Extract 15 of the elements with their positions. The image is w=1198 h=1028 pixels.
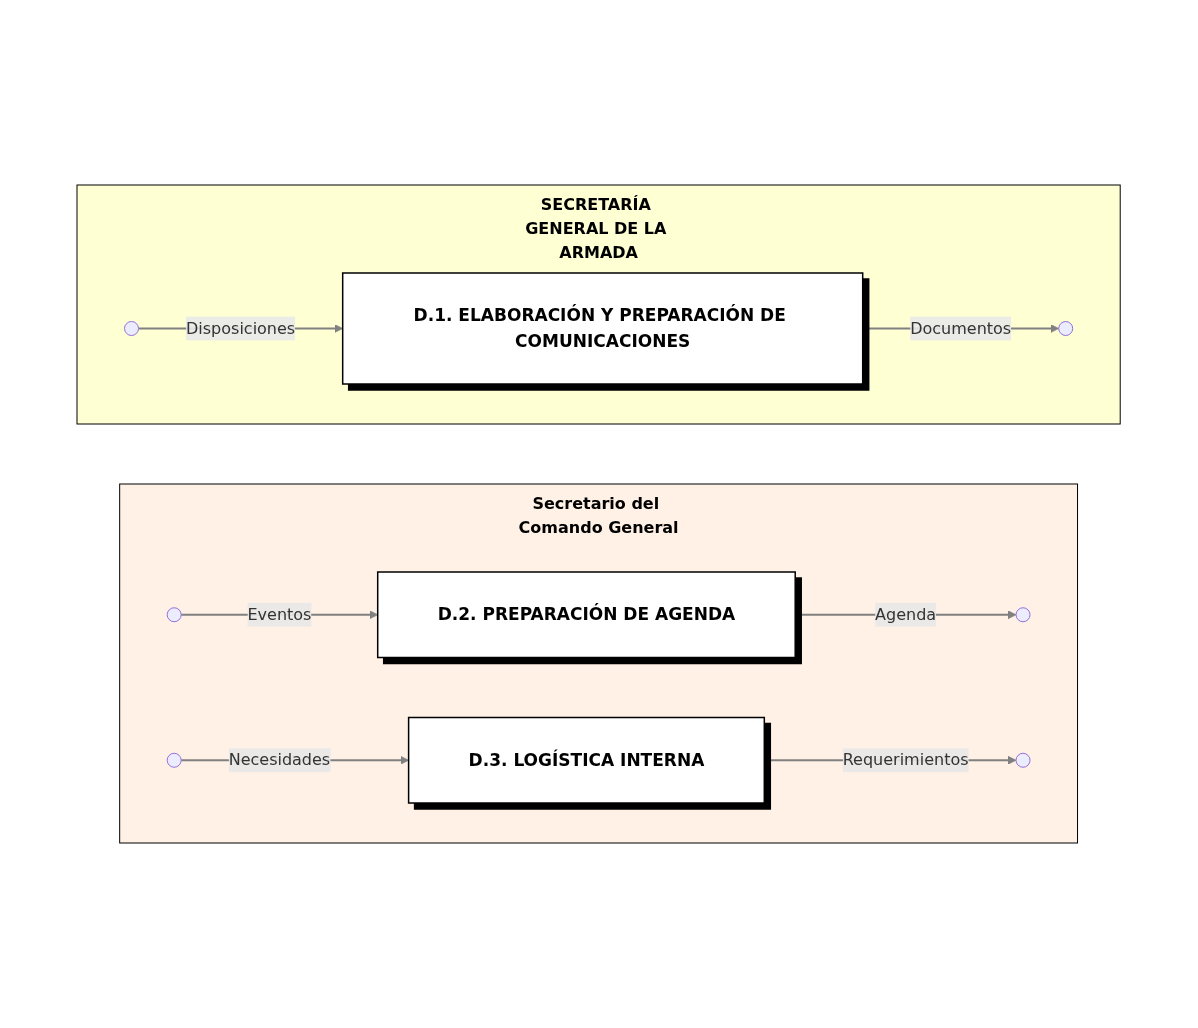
edge-label: Disposiciones — [186, 318, 296, 338]
node-circle — [124, 321, 140, 336]
node-circle — [1015, 607, 1031, 623]
node-circle — [167, 607, 183, 623]
node-circle — [1058, 321, 1074, 336]
node-box: D.3. LOGÍSTICA INTERNA — [408, 716, 766, 804]
node-circle — [1015, 752, 1031, 768]
edge-label: Agenda — [875, 604, 937, 624]
edge-label: Eventos — [247, 604, 312, 624]
node-box: D.2. PREPARACIÓN DE AGENDA — [377, 571, 797, 659]
edge-label: Documentos — [910, 318, 1012, 338]
node-circle — [167, 752, 183, 768]
edge-label: Necesidades — [229, 750, 331, 770]
edge-label: Requerimientos — [843, 750, 969, 770]
node-box: D.1. ELABORACIÓN Y PREPARACIÓN DE COMUNICACIONES — [342, 272, 864, 385]
